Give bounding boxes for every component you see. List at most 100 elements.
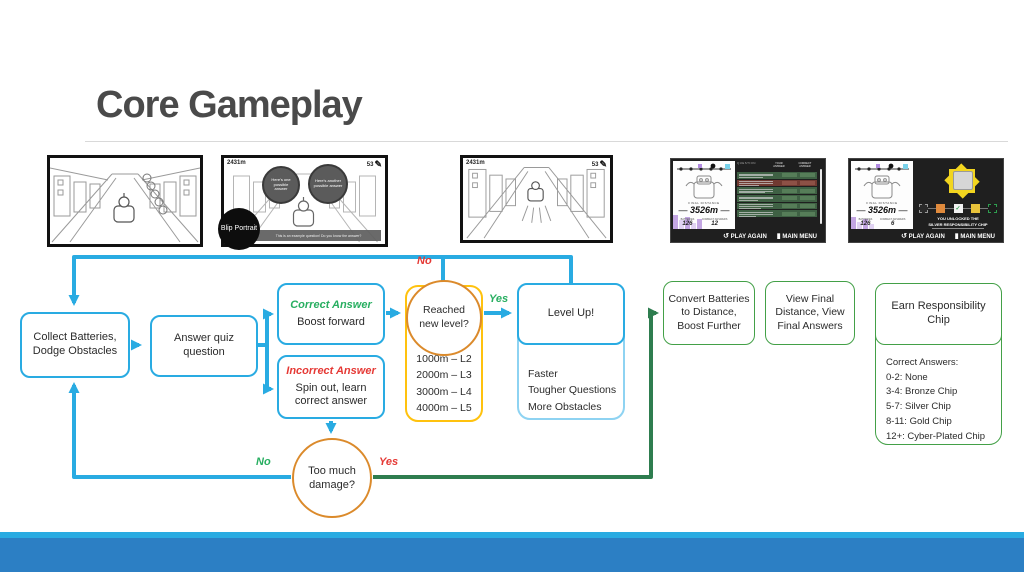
branch-label-yes-damage: Yes	[379, 456, 399, 468]
title-divider	[85, 141, 1008, 142]
answers-review-panel: QUESTION YOUR ANSWER CORRECT ANSWER	[737, 161, 823, 229]
robot-character	[292, 197, 315, 227]
level-threshold: 2000m – L3	[416, 369, 472, 382]
answer-row	[737, 187, 817, 194]
robot-character	[113, 193, 135, 223]
node-collect-batteries: Collect Batteries, Dodge Obstacles	[20, 312, 130, 378]
unlock-line-1: YOU UNLOCKED THE	[937, 216, 979, 221]
play-again-button: PLAY AGAIN	[730, 233, 767, 240]
question-column-header: QUESTION	[737, 161, 756, 165]
page-title: Core Gameplay	[96, 84, 363, 126]
aisle-sketch	[466, 167, 607, 239]
chip-slot-gold	[970, 203, 980, 213]
node-view-final: View Final Distance, View Final Answers	[765, 281, 855, 345]
correct-answer-header: CORRECT ANSWER	[798, 162, 812, 168]
screenshot-quiz-question: 2431m 53✎ Here's one possible answer Her…	[218, 155, 388, 250]
node-incorrect-answer: Incorrect Answer Spin out, learn correct…	[277, 355, 385, 419]
answer-row	[737, 202, 817, 210]
answers-value: 12	[711, 221, 718, 227]
level-up-detail: More Obstacles	[528, 400, 602, 413]
robot-sketch	[863, 175, 901, 199]
score-counter: 53	[591, 161, 599, 168]
batteries-value: 126	[860, 221, 871, 227]
chip-slot-silver: ✓	[953, 203, 963, 213]
distance-counter: 2431m	[227, 160, 246, 166]
scrollbar	[819, 169, 822, 224]
speed-lines	[521, 205, 552, 223]
screenshot-gameplay-boost: 2431m 53✎	[460, 155, 613, 243]
level-threshold: 1000m – L2	[416, 353, 472, 365]
chip-tier: 12+: Cyber-Plated Chip	[886, 430, 986, 442]
blip-portrait: Blip Portrait	[218, 208, 260, 250]
chip-tier: 0-2: None	[886, 371, 928, 383]
answer-bubble-2: Here's another possible answer	[308, 164, 348, 204]
chip-slot-none	[919, 203, 928, 213]
batteries-label: BATTERIES	[680, 218, 695, 221]
question-banner: This is an example question! Do you know…	[256, 230, 381, 241]
robot-sketch	[685, 175, 723, 199]
branch-label-no-damage: No	[256, 456, 271, 468]
play-again-button: PLAY AGAIN	[908, 233, 945, 240]
answers-label: CORRECT ANSWERS	[879, 218, 906, 221]
correct-answer-title: Correct Answer	[290, 298, 372, 311]
chip-tier: 3-4: Bronze Chip	[886, 386, 958, 398]
level-up-detail: Faster	[528, 368, 558, 380]
chip-tier: 8-11: Gold Chip	[886, 415, 952, 427]
decision-too-much-damage: Too much damage?	[292, 438, 372, 518]
distance-counter: 2431m	[466, 160, 485, 166]
chip-graphic	[953, 171, 973, 190]
node-convert-batteries: Convert Batteries to Distance, Boost Fur…	[663, 281, 755, 345]
screenshot-gameplay-run	[47, 155, 203, 247]
level-threshold: 3000m – L4	[416, 385, 472, 398]
unlock-line-2: SILVER RESPONSIBILITY CHIP	[928, 221, 988, 227]
main-menu-button: MAIN MENU	[782, 233, 817, 240]
pencil-icon: ✎	[374, 159, 382, 169]
level-up-detail: Tougher Questions	[528, 384, 617, 397]
battery-bars	[673, 215, 702, 229]
your-answer-header: YOUR ANSWER	[773, 162, 785, 168]
answers-label: CORRECT ANSWERS	[701, 218, 728, 221]
score-counter: 53	[366, 161, 374, 168]
batteries-value: 126	[682, 221, 693, 227]
chip-slot-cyber	[988, 203, 997, 213]
replay-icon: ↺	[723, 232, 729, 240]
node-correct-answer: Correct Answer Boost forward	[277, 283, 385, 345]
answer-bubble-1: Here's one possible answer	[262, 166, 300, 204]
chip-tier: Correct Answers:	[886, 357, 959, 368]
branch-label-no-level: No	[417, 255, 432, 267]
menu-icon: ▮	[776, 232, 781, 240]
answer-row	[737, 179, 817, 187]
main-menu-button: MAIN MENU	[960, 233, 995, 240]
aisle-sketch	[50, 167, 200, 243]
answers-value: 6	[890, 221, 895, 227]
battery-bars	[851, 217, 874, 229]
replay-icon: ↺	[901, 232, 907, 240]
branch-label-yes-level: Yes	[489, 293, 509, 305]
chip-unlock-panel: ✓ YOU UNLOCKED THE SILVER RESPONSIBILITY…	[915, 161, 1001, 229]
correct-answer-body: Boost forward	[297, 315, 365, 328]
node-level-up: Level Up!	[517, 283, 625, 345]
answer-row	[737, 195, 817, 202]
chip-slot-bronze	[936, 203, 946, 213]
progress-track	[855, 163, 909, 171]
answer-row	[737, 172, 817, 179]
decision-reached-new-level: Reached new level?	[406, 280, 482, 356]
node-answer-quiz: Answer quiz question	[150, 315, 258, 377]
final-distance-value: 3526m	[851, 205, 913, 215]
unlock-subtext-lines	[932, 228, 984, 229]
menu-icon: ▮	[954, 232, 959, 240]
level-threshold: 4000m – L5	[416, 401, 472, 414]
footer-accent-strip	[0, 532, 1024, 538]
node-earn-chip: Earn Responsibility Chip	[875, 283, 1002, 345]
progress-track	[677, 163, 731, 171]
final-distance-label: FINAL DISTANCE	[688, 201, 720, 205]
final-distance-value: 3526m	[673, 205, 735, 215]
incorrect-answer-title: Incorrect Answer	[286, 364, 376, 377]
final-distance-label: FINAL DISTANCE	[866, 201, 898, 205]
